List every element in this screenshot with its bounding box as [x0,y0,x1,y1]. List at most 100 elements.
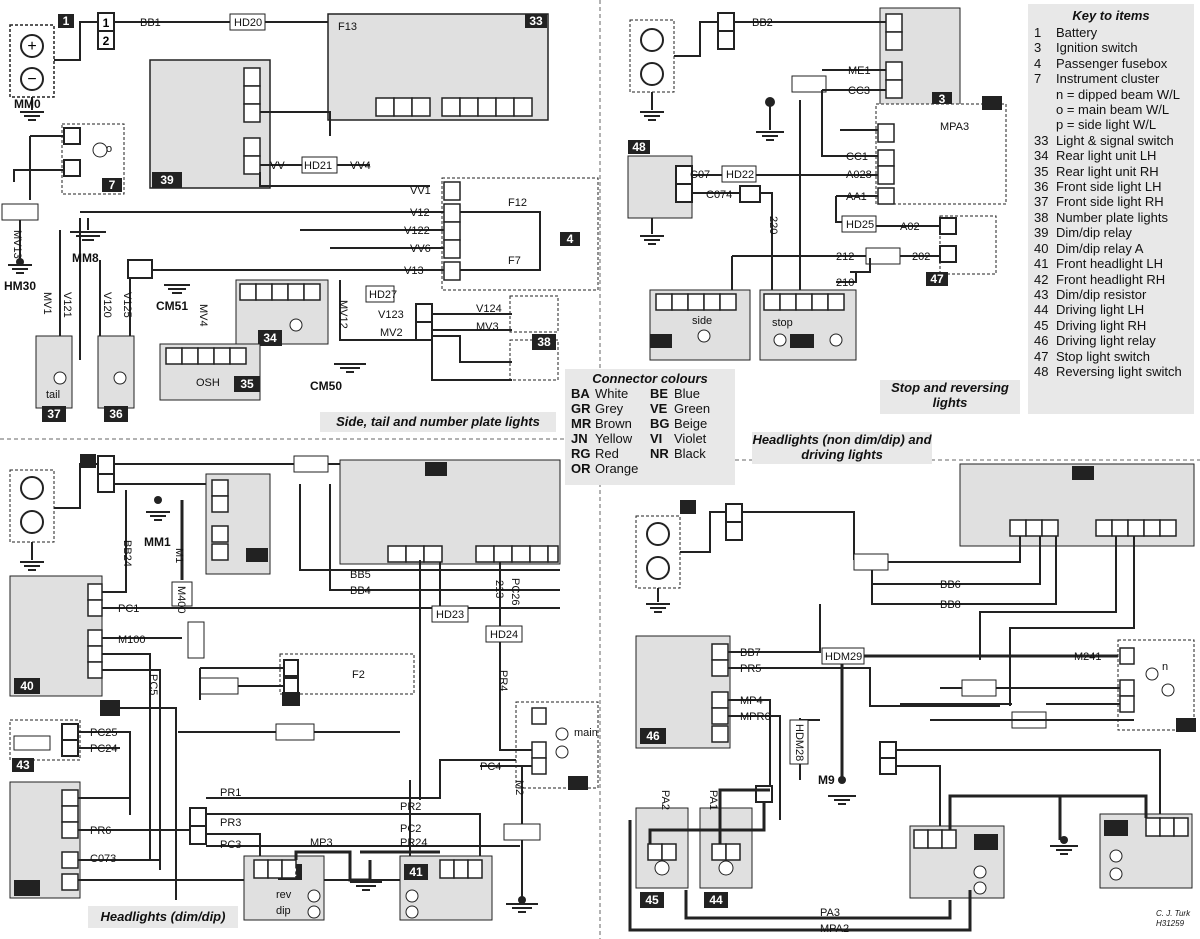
wire-bb5: BB5 [350,569,371,581]
ground-cm50: CM50 [310,379,342,393]
wire-mv1: V125 [121,292,133,318]
panel-stop-reversing [627,7,1007,361]
badge-36: 36 [109,407,123,421]
wire-pr2: PR1 [220,787,241,799]
key-item-number: 37 [1034,194,1049,210]
wire-pr1: PC26 [509,578,521,606]
connector-colour-name: Violet [674,431,707,446]
wire-pc1: 213 [493,580,505,598]
wire-hd24: HD24 [490,629,518,641]
wire-mv13: MV12 [337,300,349,329]
key-item-text: o = main beam W/L [1056,102,1170,118]
panel-headlights-dim [9,454,599,921]
badge-33: 33 [529,14,543,28]
wire-hdm29: HDM29 [825,651,862,663]
ground-mm1: MM1 [144,535,171,549]
key-item: 44 Driving light LH [1034,302,1188,317]
key-item-text: Driving light LH [1056,302,1145,318]
wire-pc3: PC2 [400,823,421,835]
wire-v13: V12 [410,207,430,219]
key-item-text: Front headlight LH [1056,256,1163,272]
wire-202: 220 [767,216,779,234]
wire-bb2: BB2 [752,17,773,29]
wire-bb7: BB7 [740,647,761,659]
wire-pc5: PC4 [480,761,501,773]
key-item-text: Driving light RH [1056,317,1147,333]
wire-mp4: MP3 [310,837,333,849]
key-item: o = main beam W/L [1034,102,1188,117]
wire-v122: V121 [61,292,73,318]
ground-mm0: MM0 [14,97,41,111]
wire-pc25: PC24 [90,743,118,755]
key-item-number: 7 [1034,71,1042,87]
key-item-number: 41 [1034,256,1049,272]
key-item-text: Light & signal switch [1056,132,1174,148]
badge-48: 48 [632,140,646,154]
wire-labels: BB1 BB2 BB4 BB5 BB6 BB7 BB8 BB24 HD20 HD… [11,17,1168,935]
ground-labels: MM0 MM8 HM30 CM51 CM50 MM1 M9 [4,97,835,787]
connector-colour-name: Brown [595,416,632,431]
connector-colour-name: Yellow [595,431,633,446]
key-item-text: Number plate lights [1056,209,1168,225]
connector-colour-name: Beige [674,416,708,431]
label-rev: stop [772,317,793,329]
credit-ref: H31259 [1156,919,1185,928]
panel-side-tail: + − 1 2 [1,12,599,422]
wire-v12: VV6 [410,243,431,255]
badge-3: 3 [939,92,946,106]
wire-hdm28: HDM28 [793,724,805,761]
wire-v125: V124 [476,303,502,315]
wire-hd22: HD22 [726,169,754,181]
wire-pc26: PC25 [90,727,118,739]
wire-mpa3: MPA2 [820,923,849,935]
key-item-text: n = dipped beam W/L [1056,86,1180,102]
badge-42: 42 [283,865,297,879]
switch-osh: F13 [338,21,357,33]
connector-colour-code: BA [571,386,590,401]
wire-pa2: PA1 [707,790,719,810]
key-item-number [1034,87,1056,102]
wire-bb24: BB24 [121,540,133,567]
wire-a02: AA1 [846,191,867,203]
key-item-number: 44 [1034,302,1049,318]
key-item-text: Rear light unit LH [1056,148,1157,164]
wire-m2: M1 [173,548,185,563]
badge-47: 47 [930,272,944,286]
wire-bb8: BB8 [940,599,961,611]
caption-headlights-dim: Headlights (dim/dip) [88,906,238,928]
badge-4: 4 [567,232,574,246]
badge-46: 46 [646,729,660,743]
wire-pc24: PC5 [147,674,159,695]
key-item-text: Front headlight RH [1056,271,1166,287]
connector-colour-name: Red [595,446,619,461]
wire-pr4: PR3 [220,817,241,829]
key-item-number: 40 [1034,240,1049,256]
key-item: p = side light W/L [1034,117,1188,132]
key-item-number: 46 [1034,333,1049,349]
key-item-number: 34 [1034,148,1049,164]
connector-colour-code: BE [650,386,669,401]
key-item-text: Reversing light switch [1056,363,1182,379]
wire-vv: VV [270,160,285,172]
wire-c074: C073 [90,853,116,865]
badge-35: 35 [240,377,254,391]
key-item-number: 43 [1034,286,1049,302]
svg-text:1: 1 [103,16,110,30]
key-item-number: 48 [1034,363,1049,379]
badge-40: 40 [20,679,34,693]
wire-bb6: BB6 [940,579,961,591]
